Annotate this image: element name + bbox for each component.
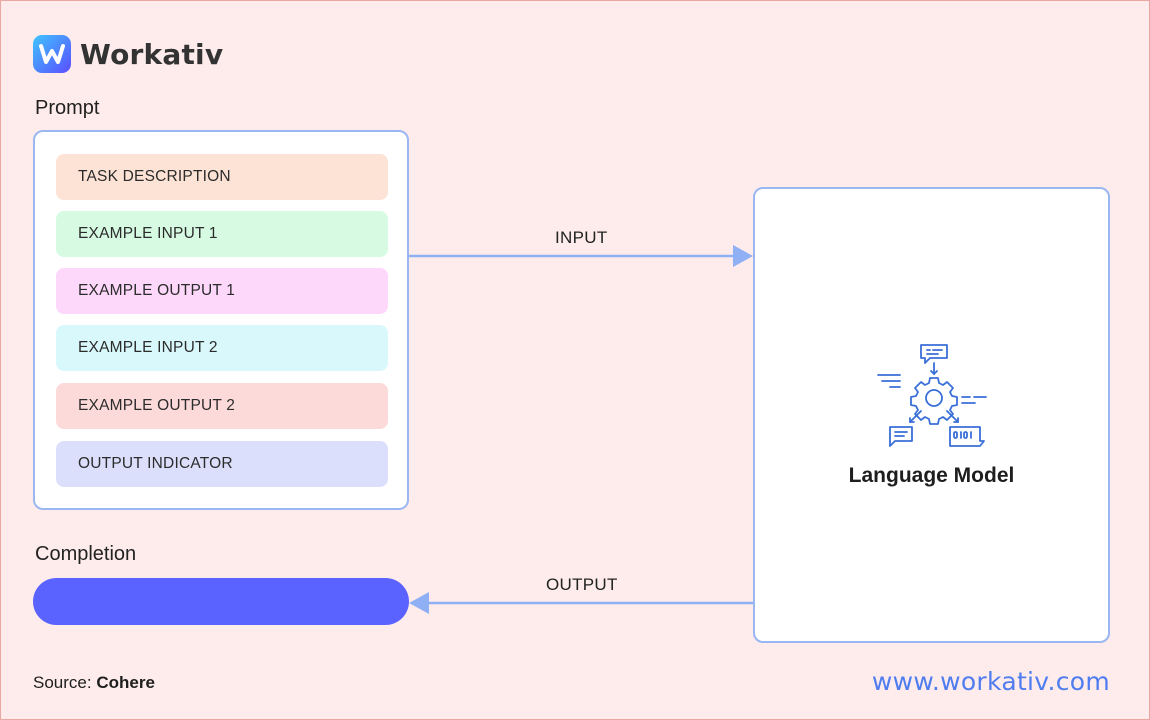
prompt-item-example-output-2: EXAMPLE OUTPUT 2 — [56, 383, 388, 429]
prompt-label: Prompt — [35, 97, 100, 119]
brand-name: Workativ — [80, 37, 224, 71]
prompt-item-example-input-2: EXAMPLE INPUT 2 — [56, 325, 388, 371]
prompt-item-task-description: TASK DESCRIPTION — [56, 154, 388, 200]
input-arrow-label: INPUT — [555, 228, 608, 247]
language-model-icon — [877, 344, 987, 447]
prompt-item-example-output-1: EXAMPLE OUTPUT 1 — [56, 268, 388, 314]
prompt-item-example-input-1: EXAMPLE INPUT 1 — [56, 211, 388, 257]
source-prefix: Source: — [33, 673, 92, 692]
prompt-box: TASK DESCRIPTION EXAMPLE INPUT 1 EXAMPLE… — [33, 130, 409, 510]
completion-bar — [33, 578, 409, 625]
completion-label: Completion — [35, 543, 137, 565]
website-link[interactable]: www.workativ.com — [871, 667, 1110, 696]
source-credit: Source: Cohere — [33, 673, 155, 693]
workativ-logo-icon — [33, 35, 71, 73]
language-model-title: Language Model — [848, 464, 1015, 487]
brand-logo: Workativ — [33, 35, 223, 73]
output-arrow-label: OUTPUT — [546, 575, 618, 594]
source-name: Cohere — [96, 673, 155, 692]
prompt-item-output-indicator: OUTPUT INDICATOR — [56, 441, 388, 487]
language-model-box: Language Model — [753, 187, 1110, 643]
